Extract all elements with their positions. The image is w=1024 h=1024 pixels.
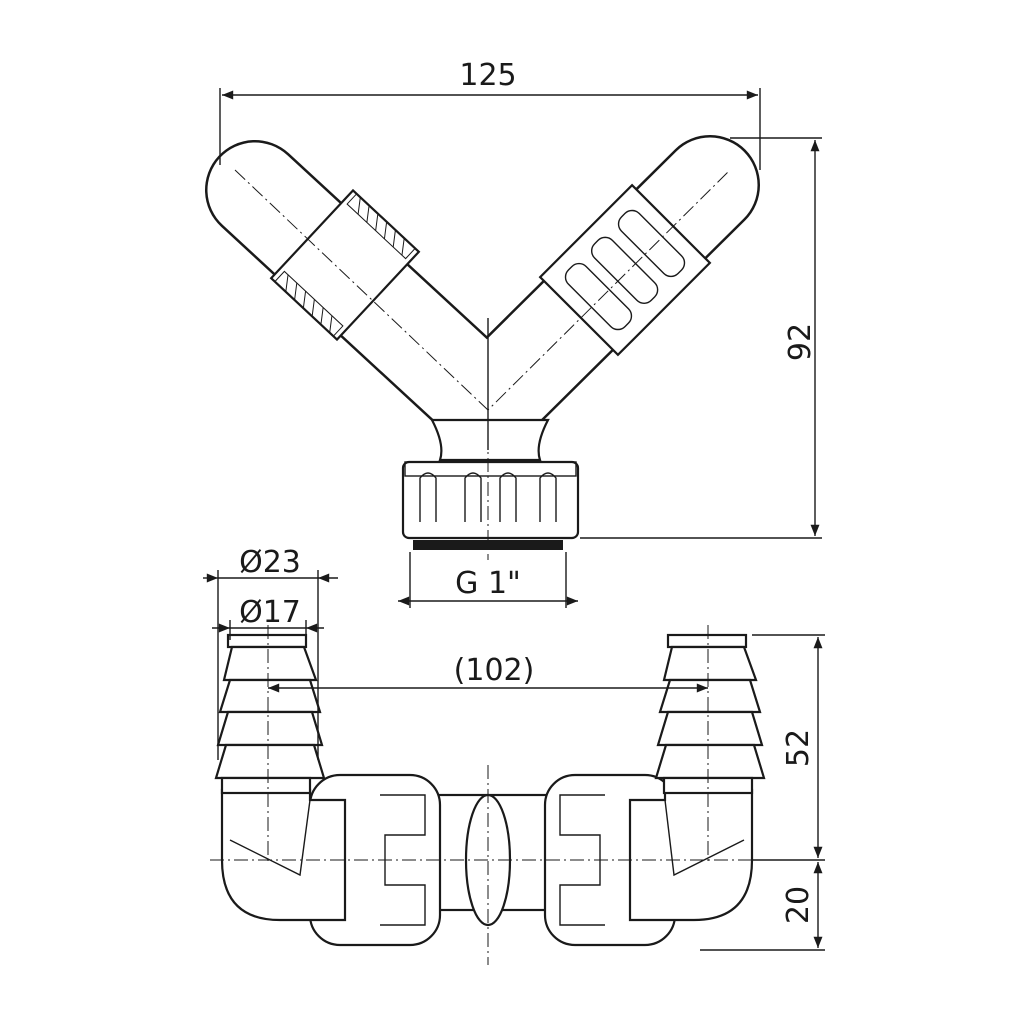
dimension-125: 125 bbox=[219, 58, 761, 170]
dimension-diameter-17: Ø17 bbox=[212, 595, 324, 640]
base-height-label: 20 bbox=[781, 886, 816, 924]
bottom-height-label: 52 bbox=[781, 729, 816, 767]
bottom-view bbox=[210, 625, 790, 965]
dimension-52-20: 52 20 bbox=[700, 634, 825, 951]
width-dimension-label: 125 bbox=[459, 58, 516, 93]
height-dimension-label: 92 bbox=[783, 323, 818, 361]
dimension-diameter-23: Ø23 bbox=[203, 545, 338, 760]
left-nut-section bbox=[269, 188, 421, 342]
gasket bbox=[413, 540, 563, 550]
left-elbow bbox=[220, 788, 347, 922]
outer-diameter-label: Ø23 bbox=[239, 545, 301, 580]
dimension-thread: G 1" bbox=[398, 552, 578, 608]
right-hose-barb bbox=[654, 633, 766, 795]
right-elbow bbox=[628, 788, 754, 922]
dimension-92: 92 bbox=[580, 137, 822, 539]
thread-dimension-label: G 1" bbox=[455, 566, 521, 601]
top-view bbox=[205, 135, 760, 560]
inner-diameter-label: Ø17 bbox=[239, 595, 301, 630]
dimension-102: (102) bbox=[268, 653, 708, 693]
spacing-dimension-label: (102) bbox=[454, 653, 535, 688]
left-hose-barb bbox=[214, 633, 326, 795]
right-clamp-nut bbox=[538, 183, 712, 357]
